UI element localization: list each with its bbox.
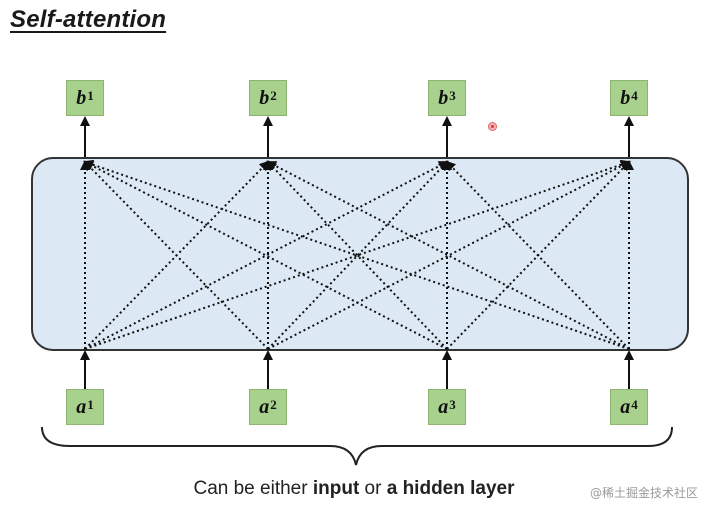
solid-arrows <box>80 116 634 389</box>
diagram-title: Self-attention <box>10 6 167 33</box>
dotted-arrow-a4-b1 <box>83 159 630 350</box>
dotted-arrow-a2-b3 <box>267 160 449 350</box>
laser-pointer-dot <box>488 122 497 131</box>
dotted-arrow-a4-b3 <box>445 160 630 350</box>
curly-brace <box>41 426 673 466</box>
caption: Can be either input or a hidden layer <box>193 478 515 499</box>
dotted-arrow-a2-b1 <box>83 160 269 350</box>
dotted-arrow-a3-b2 <box>266 160 448 350</box>
attention-dotted-arrows <box>80 159 634 350</box>
watermark: @稀土掘金技术社区 <box>589 486 698 500</box>
caption-hidden-layer: a hidden layer <box>386 478 515 499</box>
caption-input: input <box>312 478 360 499</box>
dotted-arrow-a1-b4 <box>84 159 631 350</box>
